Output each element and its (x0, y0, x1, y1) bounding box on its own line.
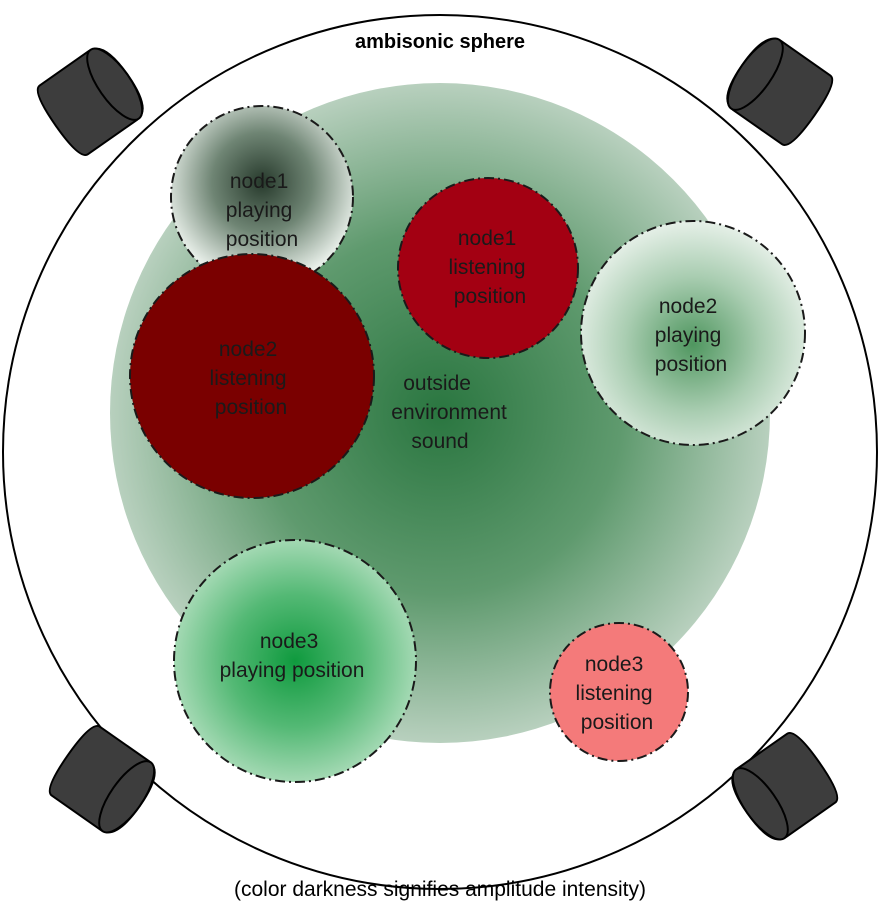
node2-playing-label: node2 playing position (655, 295, 727, 376)
speaker-icon (48, 725, 156, 834)
node3-listening-circle (549, 622, 689, 762)
node3-playing-label: node3 playing position (220, 630, 365, 682)
speaker-icon (36, 47, 144, 156)
node3-listening-label: node3 listening position (576, 653, 659, 734)
diagram-title: ambisonic sphere (355, 31, 525, 53)
diagram-caption: (color darkness signifies amplitude inte… (234, 878, 646, 901)
node2-playing-circle (580, 220, 806, 446)
speaker-icon (731, 732, 839, 841)
node1-playing-label: node1 playing position (226, 170, 298, 251)
node2-listening-circle (129, 253, 375, 499)
node1-listening-circle (397, 177, 579, 359)
node2-listening-label: node2 listening position (210, 338, 293, 419)
node1-listening-label: node1 listening position (449, 227, 532, 308)
speaker-icon (726, 37, 834, 146)
node3-playing-circle (173, 539, 417, 783)
environment-sound-label: outside environment sound (391, 372, 512, 453)
